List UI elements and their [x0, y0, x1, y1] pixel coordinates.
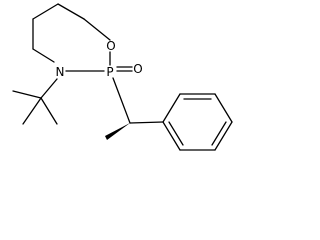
atom-label-n: N	[56, 65, 65, 79]
phenyl-bond-6	[162, 121, 181, 151]
phenyl-bond-4	[214, 121, 233, 151]
atom-label-p: P	[106, 65, 113, 79]
wedge-bond-methyl	[105, 123, 130, 140]
double-bond-p-o	[116, 66, 133, 72]
bond-cq-me1	[12, 90, 42, 99]
bond-cq-me2	[22, 97, 42, 125]
structure-figure: O P O N	[12, 3, 233, 151]
phenyl-inner-2	[211, 121, 227, 146]
ring-bonds	[32, 3, 111, 72]
structure-svg: O P O N	[12, 3, 233, 151]
atom-labels: O P O N	[56, 39, 143, 79]
bond-p-cchiral	[112, 77, 131, 124]
tert-butyl-group	[12, 78, 58, 125]
bond-c1-c2	[57, 3, 85, 20]
phenyl-ring	[162, 93, 233, 151]
phenyl-inner-3	[168, 121, 184, 146]
bond-cq-me3	[40, 97, 58, 125]
bond-c4-n	[32, 48, 55, 63]
bond-cchiral-phenyl	[129, 121, 164, 124]
bond-c1-c3	[32, 3, 59, 20]
bond-n-cq	[40, 78, 58, 99]
chiral-center	[105, 77, 164, 140]
atom-label-o-ring: O	[106, 39, 115, 53]
bond-c2-o	[83, 18, 111, 41]
phenyl-bond-1	[162, 93, 181, 123]
atom-label-o-double: O	[133, 62, 142, 76]
phenyl-bond-3	[214, 93, 233, 123]
